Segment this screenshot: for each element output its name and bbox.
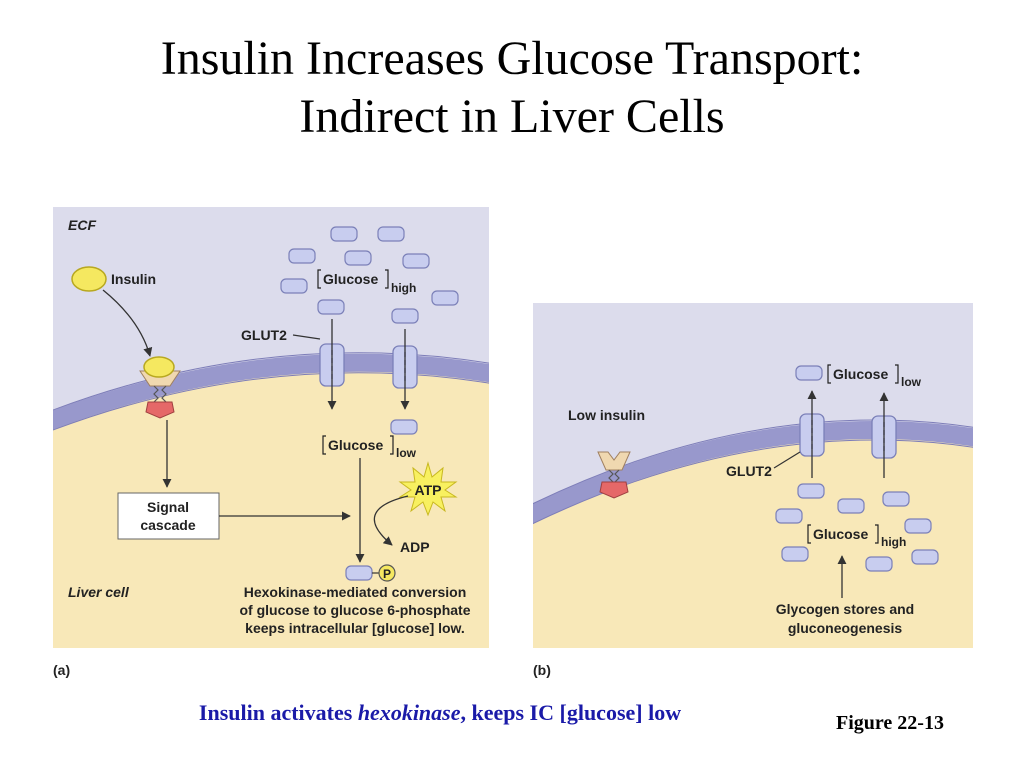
- svg-text:high: high: [391, 281, 416, 295]
- insulin-receptor-empty: [597, 451, 631, 499]
- glucose-molecule: [317, 299, 345, 315]
- glucose-molecule: [882, 491, 910, 507]
- slide-title: Insulin Increases Glucose Transport: Ind…: [0, 30, 1024, 146]
- label-insulin: Insulin: [111, 271, 156, 287]
- panel-a: ECF Insulin Signal cascade: [53, 207, 489, 648]
- glucose-6-phosphate: P: [345, 564, 396, 582]
- svg-text:low: low: [396, 446, 417, 460]
- glucose-molecule: [402, 253, 430, 269]
- panel-b-glucose-low-label: Glucose low: [827, 364, 922, 389]
- glucose-molecule: [280, 278, 308, 294]
- panel-b-cytoplasm: [533, 430, 973, 648]
- hexokinase-text-1: Hexokinase-mediated conversion: [244, 584, 467, 600]
- svg-text:Glucose: Glucose: [813, 526, 868, 542]
- label-ecf: ECF: [68, 217, 96, 233]
- glucose-molecule: [330, 226, 358, 242]
- label-signal: Signal: [147, 499, 189, 515]
- caption-before: Insulin activates: [198, 700, 358, 725]
- glucose-molecule: [431, 290, 459, 306]
- glucose-molecule: [837, 498, 865, 514]
- label-glut2: GLUT2: [241, 327, 287, 343]
- hexokinase-text-3: keeps intracellular [glucose] low.: [245, 620, 465, 636]
- glucose-molecule: [390, 419, 418, 435]
- panel-b-membrane: [533, 421, 973, 524]
- atp-burst: ATP: [398, 461, 458, 517]
- panel-b-label: (b): [533, 662, 551, 678]
- label-phosphate: P: [383, 567, 391, 581]
- svg-text:high: high: [881, 535, 906, 549]
- glucose-molecule: [797, 483, 825, 499]
- panel-a-label: (a): [53, 662, 70, 678]
- panel-b-glucose-high-label: Glucose high: [807, 524, 906, 549]
- label-cascade: cascade: [140, 517, 195, 533]
- svg-text:low: low: [901, 375, 922, 389]
- glucose-molecule: [911, 549, 939, 565]
- glucose-molecule: [377, 226, 405, 242]
- svg-text:Glucose: Glucose: [833, 366, 888, 382]
- glycogen-text-1: Glycogen stores and: [776, 601, 914, 617]
- glucose-molecule: [865, 556, 893, 572]
- panel-b: Low insulin Glucose low GLUT2: [533, 303, 973, 648]
- insulin-molecule: [71, 266, 107, 292]
- label-adp: ADP: [400, 539, 430, 555]
- svg-text:Glucose: Glucose: [328, 437, 383, 453]
- glucose-molecule: [775, 508, 803, 524]
- panel-a-glucose-low-label: Glucose low: [322, 435, 417, 460]
- label-glut2-b: GLUT2: [726, 463, 772, 479]
- glycogen-text-2: gluconeogenesis: [788, 620, 903, 636]
- label-liver-cell: Liver cell: [68, 584, 130, 600]
- glucose-molecule: [781, 546, 809, 562]
- insulin-receptor: [139, 356, 181, 419]
- label-atp: ATP: [415, 482, 442, 498]
- panel-b-glucose-high: [775, 483, 939, 572]
- signal-cascade-box: [117, 492, 220, 540]
- caption-italic: hexokinase: [357, 700, 461, 725]
- hexokinase-text-2: of glucose to glucose 6-phosphate: [239, 602, 470, 618]
- glucose-molecule: [288, 248, 316, 264]
- caption: Insulin activates hexokinase, keeps IC […: [0, 700, 880, 726]
- glucose-molecule: [795, 365, 823, 381]
- glucose-molecule: [344, 250, 372, 266]
- title-line-1: Insulin Increases Glucose Transport:: [160, 32, 864, 85]
- caption-after: , keeps IC [glucose] low: [460, 700, 682, 725]
- figure-number: Figure 22-13: [836, 712, 944, 734]
- glucose-molecule: [391, 308, 419, 324]
- svg-text:Glucose: Glucose: [323, 271, 378, 287]
- panel-a-membrane: [53, 353, 489, 430]
- panel-a-glucose-high-label: Glucose high: [317, 269, 416, 295]
- title-line-2: Indirect in Liver Cells: [299, 90, 725, 143]
- panel-a-glucose-high: [280, 226, 459, 324]
- label-low-insulin: Low insulin: [568, 407, 645, 423]
- glucose-molecule: [904, 518, 932, 534]
